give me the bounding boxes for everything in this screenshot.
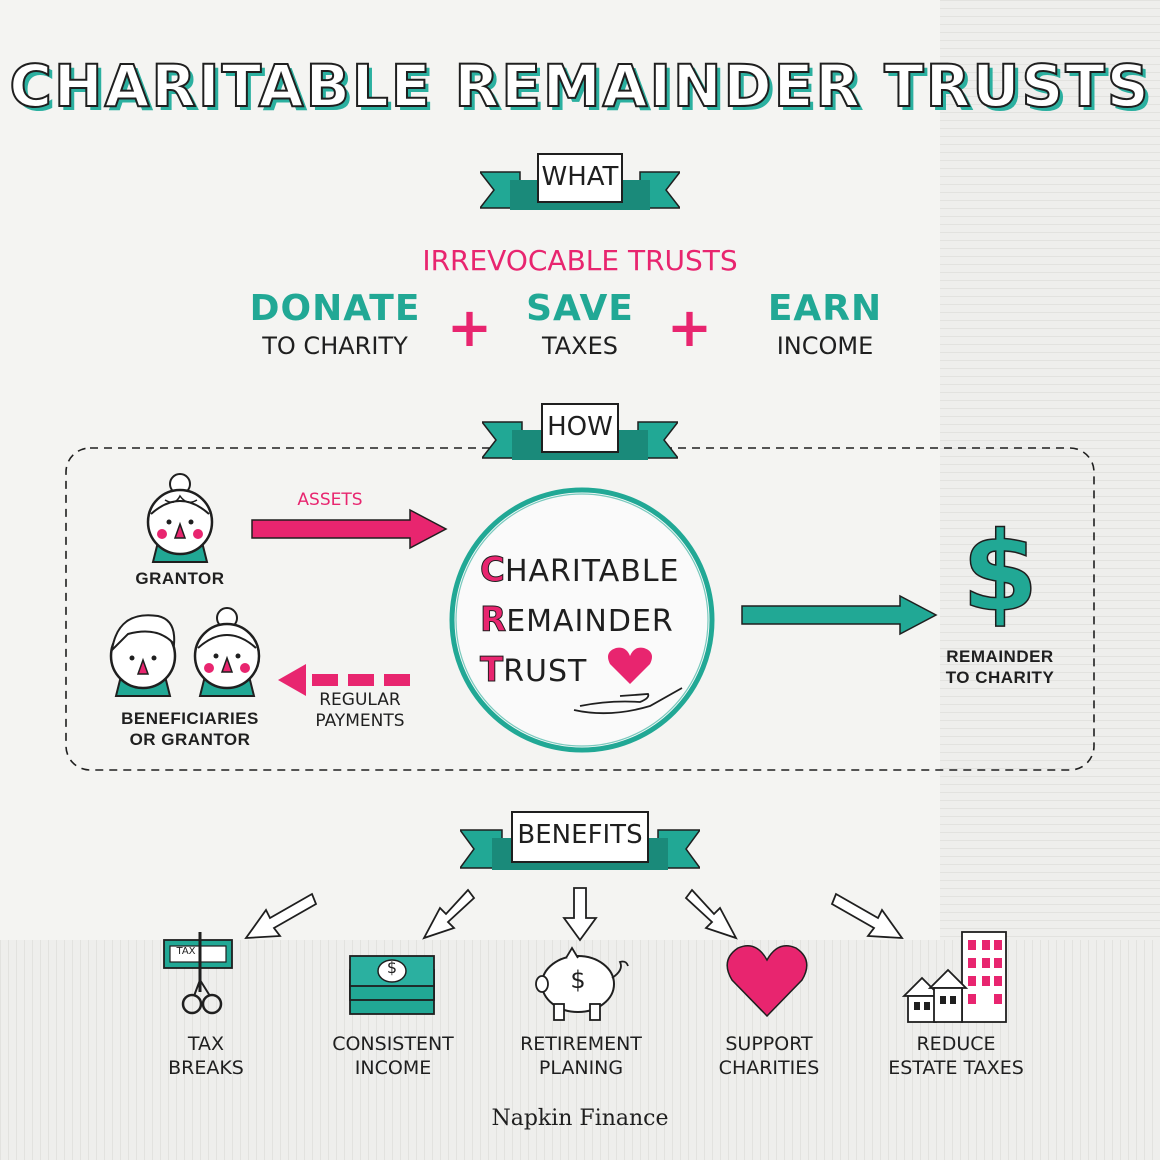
piggy-bank-icon [535, 946, 629, 1021]
page-title: CHARITABLE REMAINDER TRUSTS [8, 51, 1151, 121]
crt-cap-t: T [479, 650, 504, 691]
crt-heart-icon [608, 647, 652, 684]
remainder-arrow-icon [741, 594, 938, 636]
payments-arrow-icon [278, 664, 410, 696]
what-ribbon [480, 153, 680, 210]
beneficiary-man-face-icon [109, 614, 177, 697]
beneficiary-woman-face-icon [193, 607, 261, 697]
scissors-tax-icon [163, 932, 233, 1015]
benefit-label-tax-line1: TAX [187, 1033, 225, 1055]
grantor-face-icon [146, 473, 214, 563]
remainder-label-line1: REMAINDER [946, 647, 1054, 666]
benefit-label-retirement-line1: RETIREMENT [520, 1033, 642, 1055]
remainder-label-line2: TO CHARITY [945, 668, 1055, 687]
piggy-dollar-text: $ [570, 966, 586, 994]
buildings-icon [901, 931, 1007, 1023]
donate-word: DONATE [249, 288, 421, 329]
grantor-label: GRANTOR [135, 569, 225, 588]
assets-label: ASSETS [297, 490, 363, 510]
save-sub: TAXES [541, 332, 619, 360]
crt-rest-trust: RUST [503, 654, 588, 689]
payments-label-line1: REGULAR [319, 690, 401, 710]
benefit-label-estate-line1: REDUCE [916, 1033, 996, 1055]
benefits-label: BENEFITS [517, 820, 643, 850]
benefit-arrow-4-icon [684, 888, 738, 940]
how-label: HOW [547, 412, 613, 442]
benefit-label-charities-line1: SUPPORT [725, 1033, 813, 1055]
beneficiaries-label-line1: BENEFICIARIES [121, 709, 259, 728]
crt-cap-c: C [480, 550, 506, 591]
benefit-label-income-line1: CONSISTENT [332, 1033, 454, 1055]
benefit-arrow-5-icon [830, 892, 904, 940]
benefit-label-income-line2: INCOME [354, 1057, 432, 1079]
benefit-label-charities-line2: CHARITIES [718, 1057, 820, 1079]
crt-circle [449, 487, 715, 753]
save-word: SAVE [526, 288, 634, 329]
payments-label-line2: PAYMENTS [315, 711, 405, 731]
tax-tag-text: TAX [176, 946, 196, 957]
open-hand-icon [573, 687, 683, 715]
benefit-arrow-2-icon [422, 888, 476, 940]
crt-rest-charitable: HARITABLE [504, 554, 680, 589]
plus-sign-1: + [446, 296, 494, 359]
assets-arrow-icon [251, 508, 448, 550]
benefits-ribbon [460, 811, 700, 870]
heart-icon [726, 945, 808, 1018]
crt-line-remainder: REMAINDER [479, 600, 674, 641]
benefit-label-tax-line2: BREAKS [168, 1057, 244, 1079]
crt-line-charitable: CHARITABLE [480, 550, 680, 591]
money-stack-icon [349, 955, 435, 1015]
crt-cap-r: R [479, 600, 507, 641]
what-label: WHAT [541, 162, 619, 192]
earn-word: EARN [767, 288, 883, 329]
plus-sign-2: + [666, 296, 714, 359]
benefit-label-retirement-line2: PLANING [538, 1057, 624, 1079]
footer-brand: Napkin Finance [491, 1106, 669, 1131]
benefit-arrow-1-icon [244, 892, 318, 940]
beneficiaries-label-line2: OR GRANTOR [129, 730, 251, 749]
crt-line-trust: TRUST [479, 650, 588, 691]
how-ribbon [482, 403, 678, 460]
dollar-sign-icon: $ [961, 508, 1039, 636]
benefit-arrow-3-icon [562, 887, 598, 942]
money-dollar-text: $ [386, 958, 398, 977]
crt-rest-remainder: EMAINDER [506, 604, 674, 639]
benefit-label-estate-line2: ESTATE TAXES [888, 1057, 1024, 1079]
donate-sub: TO CHARITY [262, 332, 408, 360]
irrevocable-subtitle: IRREVOCABLE TRUSTS [422, 244, 738, 277]
earn-sub: INCOME [776, 332, 874, 360]
